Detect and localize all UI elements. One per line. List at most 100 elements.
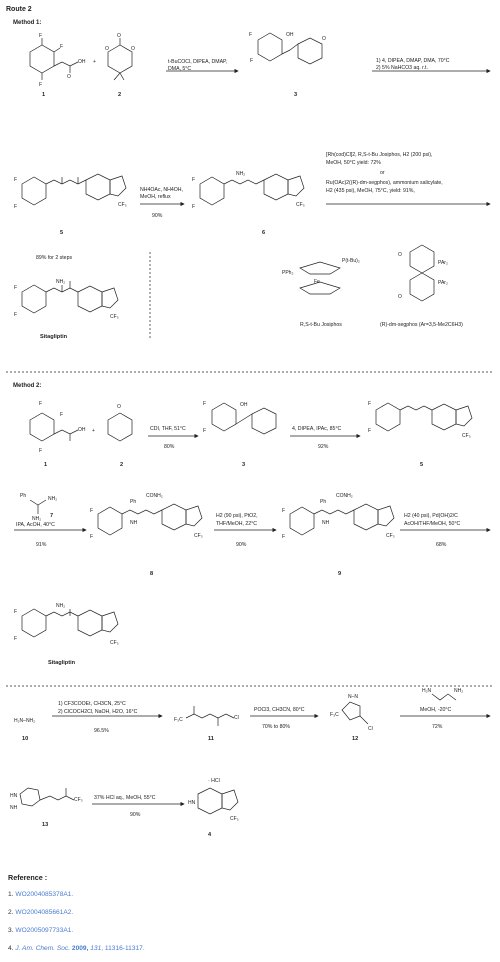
svg-text:Cl: Cl [234,715,239,721]
m2-step4-yield: 90% [236,542,247,548]
ref-2-num: 2. [8,909,14,916]
m2-step5-cond2: AcOH/THF/MeOH, 50°C [404,521,461,527]
m2-label-5: 5 [420,462,423,468]
ref-4-journal-link[interactable]: J. Am. Chem. Soc. [15,945,71,952]
svg-text:CF₃: CF₃ [74,797,83,803]
svg-text:H₂N: H₂N [422,688,432,694]
method1-title: Method 1: [13,20,41,26]
segphos-ligand-structure: PAr₂ PAr₂ O O [398,244,448,302]
m2-compound-1-structure: F F F OH [29,401,86,454]
compound-1-structure: F F F OH O [29,33,86,88]
reagent-7-label: 7 [50,513,53,519]
m1-step4-cond2: MeOH, 50°C yield: 72% [326,160,381,166]
compound-8-structure: Ph CONH₂ NH F F CF₃ [90,493,203,540]
svg-text:F₃C: F₃C [174,717,183,723]
m1-step4-cond1: [Rh(cod)Cl]2, R,S-t-Bu Josiphos, H2 (200… [326,152,432,158]
m1-label-2: 2 [118,92,121,98]
ref-4-num: 4. [8,945,14,952]
svg-text:O: O [398,294,402,300]
svg-text:O: O [131,46,135,52]
svg-text:Cl: Cl [368,726,373,732]
m3-step3-yield: 72% [432,724,443,730]
m2-label-3: 3 [242,462,245,468]
ethylenediamine-structure: H₂N NH₂ [422,688,463,701]
svg-text:PAr₂: PAr₂ [438,280,448,286]
m2-compound-2-structure: O [107,404,133,442]
svg-text:O: O [105,46,109,52]
svg-text:CF₃: CF₃ [110,314,119,320]
svg-text:CF₃: CF₃ [110,640,119,646]
m1-label-5: 5 [60,230,63,236]
m1-step1-cond1: t-BuCOCl, DIPEA, DMAP, [168,59,227,65]
m3-step2-cond1: POCl3, CH3CN, 80°C [254,707,305,713]
svg-text:NH₂: NH₂ [32,516,41,522]
compound-9-structure: Ph CONH₂ NH F F CF₃ [282,493,395,540]
m2-step1-yield: 80% [164,444,175,450]
svg-text:HN: HN [10,793,18,799]
svg-text:PPh₂: PPh₂ [282,270,293,276]
ref-4-year: 2009 [71,945,87,952]
ref-1-num: 1. [8,891,14,898]
ref-2-link[interactable]: WO2004085661A2. [15,909,74,916]
compound-2-structure: O O O [105,33,135,81]
m3-step1-yield: 96.5% [94,728,109,734]
svg-text:F: F [39,82,42,88]
m3-label-12: 12 [352,736,358,742]
m1-step2-cond2: 2) 5% NaHCO3 aq. r.t. [376,65,428,71]
svg-text:HN: HN [188,800,196,806]
svg-text:Fe: Fe [314,279,320,285]
svg-text:F: F [192,177,195,183]
m3-label-13: 13 [42,822,48,828]
m3-step1-cond1: 1) CF3COOEt, CH3CN, 25°C [58,701,126,707]
m2-product-name: Sitagliptin [48,660,76,666]
svg-text:F: F [90,508,93,514]
m3-step4-yield: 90% [130,812,141,818]
svg-text:NH: NH [10,805,18,811]
svg-text:Ph: Ph [320,499,326,505]
m2-compound-3-structure: F F OH [203,401,277,435]
m2-step1-cond1: CDI, THF, 51°C [150,426,186,432]
m3-step1-cond2: 2) ClCOCH2Cl, NaOH, H2O, 16°C [58,709,138,715]
m1-step4-cond3: Ru(OAc)2((R)-dm-segphos), ammonium salic… [326,180,443,186]
svg-text:F: F [282,534,285,540]
m2-step2-yield: 92% [318,444,329,450]
m3-label-11: 11 [208,736,214,742]
compound-6-structure: NH₂ F F CF₃ [192,171,305,210]
m2-step5-cond1: H2 (40 psi), Pd(OH)2/C [404,513,458,519]
m3-step3-cond1: MeOH, -20°C [420,707,451,713]
m1-step2-cond1: 1) 4, DIPEA, DMAP, DMA, 70°C [376,58,450,64]
svg-text:CONH₂: CONH₂ [146,493,163,499]
svg-text:NH: NH [130,520,138,526]
ref-3-link[interactable]: WO2005097733A1. [15,927,74,934]
svg-text:F: F [282,508,285,514]
hcl-salt: · HCl [208,778,220,784]
ref-4-volume[interactable]: 131 [90,945,102,952]
references-title: Reference : [8,873,48,882]
svg-text:F: F [90,534,93,540]
m3-label-4: 4 [208,832,212,838]
svg-text:F: F [14,204,17,210]
svg-text:F: F [368,428,371,434]
m2-step4-cond2: THF/MeOH, 22°C [216,521,257,527]
m1-label-6: 6 [262,230,265,236]
svg-text:Ph: Ph [130,499,136,505]
svg-text:+: + [92,428,95,434]
sitagliptin-structure-2: F F NH₂ CF₃ [14,603,119,646]
m2-step3-cond1: IPA, AcOH, 40°C [16,522,55,528]
ref-3-num: 3. [8,927,14,934]
svg-text:F: F [60,44,63,50]
ligand-segphos-label: (R)-dm-segphos (Ar=3,5-Me2C6H3) [380,322,463,328]
ref-1-link[interactable]: WO2004085378A1. [15,891,74,898]
m1-step3-cond1: NH4OAc, NH4OH, [140,187,183,193]
m2-label-8: 8 [150,571,153,577]
josiphos-ligand-structure: Fe PPh₂ P(t-Bu)₂ [282,258,360,295]
svg-text:F: F [368,401,371,407]
svg-text:F: F [203,428,206,434]
m1-step3-cond2: MeOH, reflux [140,194,171,200]
svg-text:NH₂: NH₂ [236,171,245,177]
svg-text:Ph: Ph [20,493,26,499]
m1-yield-5: 89% for 2 steps [36,255,72,261]
m2-label-1: 1 [44,462,47,468]
ref-4-pages[interactable]: , 11316-11317. [101,945,145,952]
